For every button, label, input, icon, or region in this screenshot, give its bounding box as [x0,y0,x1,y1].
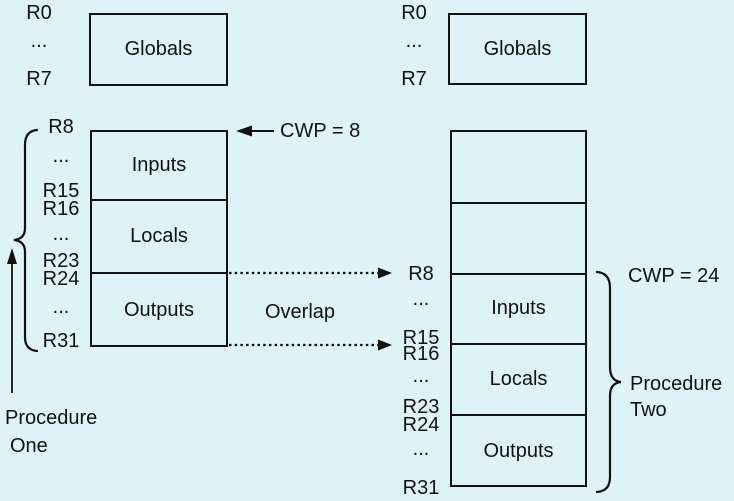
register-label: R23 [402,396,440,418]
segment-divider [450,414,587,416]
segment-divider [450,273,587,275]
register-window-two-box [450,130,587,487]
segment-label-inputs: Inputs [131,154,187,176]
right-brace [595,270,622,494]
overlap-arrow-bottom-icon [229,339,392,351]
procedure-two-label-line2: Two [630,399,667,421]
register-label: R16 [402,343,440,365]
segment-label-locals: Locals [489,368,548,390]
cwp-label-two: CWP = 24 [628,265,720,287]
cwp-label-one: CWP = 8 [280,120,361,142]
ellipsis-label: ... [412,288,430,310]
register-label: R31 [402,477,440,499]
register-label: R31 [42,330,80,352]
segment-divider [90,272,228,274]
globals-label-right: Globals [483,38,552,60]
register-label: R24 [42,268,80,290]
cwp8-arrow-icon [236,125,274,137]
segment-label-outputs: Outputs [123,299,195,321]
ellipsis-label: ... [52,223,70,245]
ellipsis-label: ... [52,296,70,318]
segment-label-inputs: Inputs [491,297,546,319]
segment-divider [90,199,228,201]
ellipsis-label: ... [52,145,70,167]
procedure-one-label-line2: One [10,435,48,457]
register-label: R16 [42,198,80,220]
segment-divider [450,202,587,204]
register-label: R23 [42,250,80,272]
segment-label-outputs: Outputs [483,440,554,462]
globals-label-left: Globals [124,38,193,60]
register-label: R0 [401,2,427,24]
register-label: R0 [26,2,52,24]
register-label: R24 [402,414,440,436]
segment-divider [450,343,587,345]
register-label: R8 [48,116,74,138]
globals-box-left [89,13,228,86]
segment-label-locals: Locals [130,225,188,247]
register-label: R15 [42,180,80,202]
procedure-one-label: Procedure [5,407,98,429]
overlap-arrow-top-icon [229,267,392,279]
ellipsis-label: ... [30,30,48,52]
up-arrow-icon [7,248,17,393]
left-brace [13,128,39,353]
register-label: R7 [26,68,52,90]
register-window-one-box [90,130,228,347]
overlap-label: Overlap [264,301,336,323]
register-label: R7 [401,68,427,90]
ellipsis-label: ... [405,30,423,52]
register-label: R15 [402,327,440,349]
globals-box-right [448,13,587,85]
ellipsis-label: ... [412,438,430,460]
procedure-two-label: Procedure [630,373,723,395]
ellipsis-label: ... [412,365,430,387]
register-label: R8 [408,263,434,285]
